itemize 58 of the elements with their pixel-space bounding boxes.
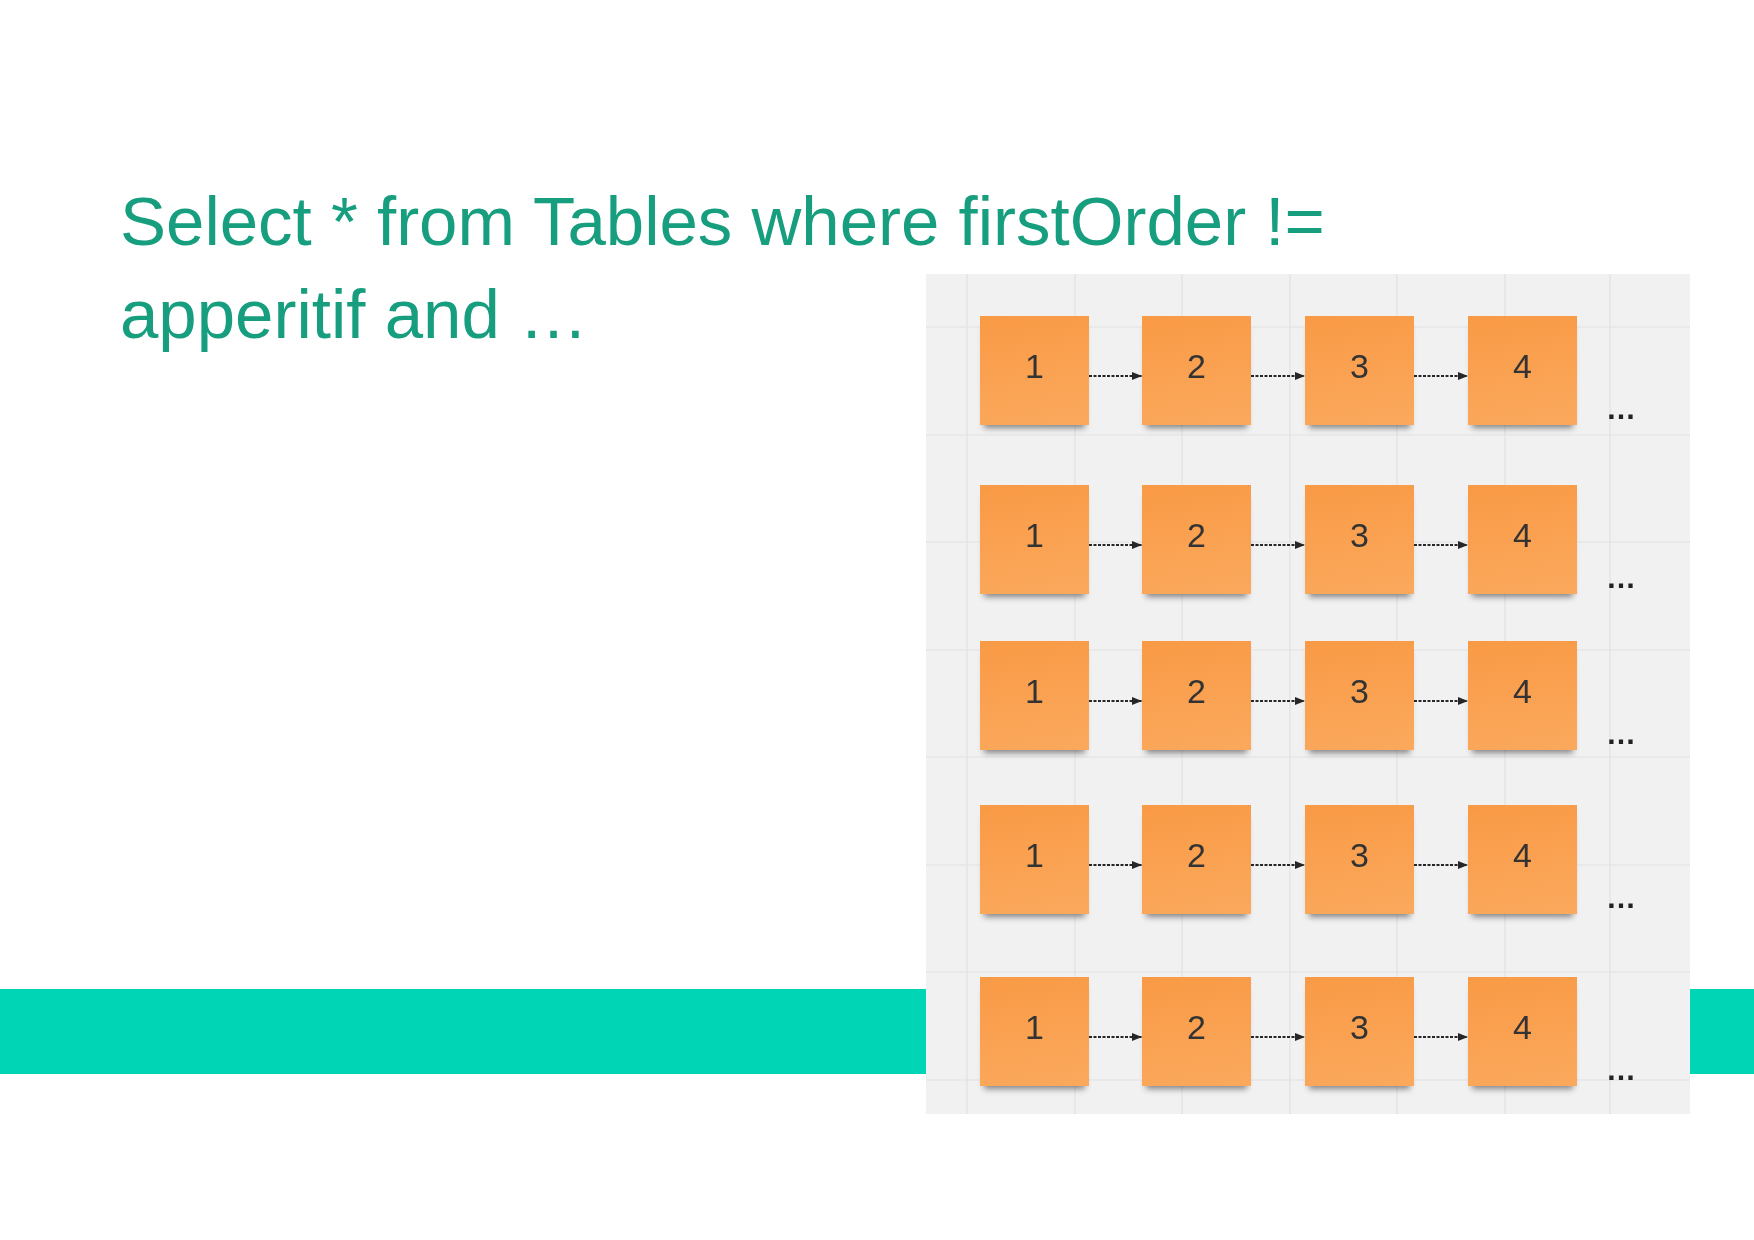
arrow	[1088, 1033, 1143, 1041]
ellipsis: …	[1606, 563, 1636, 593]
step-number: 3	[1350, 345, 1369, 386]
sticky-note	[1468, 316, 1577, 425]
arrow	[1413, 541, 1469, 549]
arrow	[1413, 697, 1469, 705]
step-number: 3	[1350, 670, 1369, 711]
sticky-note	[980, 805, 1089, 914]
step-number: 2	[1187, 834, 1206, 875]
sticky-note	[1142, 316, 1251, 425]
step-number: 3	[1350, 1006, 1369, 1047]
sticky-note	[980, 977, 1089, 1086]
sticky-note	[1468, 805, 1577, 914]
step-number: 3	[1350, 834, 1369, 875]
sticky-note	[1305, 485, 1414, 594]
sticky-note	[980, 641, 1089, 750]
arrow	[1413, 372, 1469, 380]
ellipsis: …	[1606, 1055, 1636, 1085]
sticky-note	[1468, 485, 1577, 594]
sticky-note	[1142, 977, 1251, 1086]
sticky-note	[1142, 641, 1251, 750]
sticky-note	[1142, 485, 1251, 594]
arrow	[1088, 861, 1143, 869]
step-number: 1	[1025, 670, 1044, 711]
step-number: 2	[1187, 514, 1206, 555]
sticky-note	[980, 485, 1089, 594]
sticky-note	[1305, 316, 1414, 425]
arrow	[1250, 861, 1306, 869]
step-number: 2	[1187, 1006, 1206, 1047]
sticky-note	[1305, 805, 1414, 914]
arrow	[1088, 697, 1143, 705]
sticky-note	[1305, 977, 1414, 1086]
ellipsis: …	[1606, 719, 1636, 749]
step-number: 4	[1513, 345, 1532, 386]
step-number: 1	[1025, 514, 1044, 555]
ellipsis: …	[1606, 883, 1636, 913]
step-number: 4	[1513, 670, 1532, 711]
arrow	[1413, 861, 1469, 869]
step-number: 4	[1513, 834, 1532, 875]
arrow	[1250, 697, 1306, 705]
sticky-note	[1305, 641, 1414, 750]
arrow	[1413, 1033, 1469, 1041]
step-number: 2	[1187, 670, 1206, 711]
sticky-note	[1468, 977, 1577, 1086]
arrow	[1250, 1033, 1306, 1041]
sticky-note	[1142, 805, 1251, 914]
arrow	[1088, 541, 1143, 549]
step-number: 1	[1025, 1006, 1044, 1047]
ellipsis: …	[1606, 394, 1636, 424]
step-number: 1	[1025, 834, 1044, 875]
arrow	[1250, 372, 1306, 380]
step-number: 4	[1513, 1006, 1532, 1047]
step-number: 3	[1350, 514, 1369, 555]
arrow	[1088, 372, 1143, 380]
arrow	[1250, 541, 1306, 549]
sticky-note	[980, 316, 1089, 425]
sticky-note	[1468, 641, 1577, 750]
step-number: 4	[1513, 514, 1532, 555]
